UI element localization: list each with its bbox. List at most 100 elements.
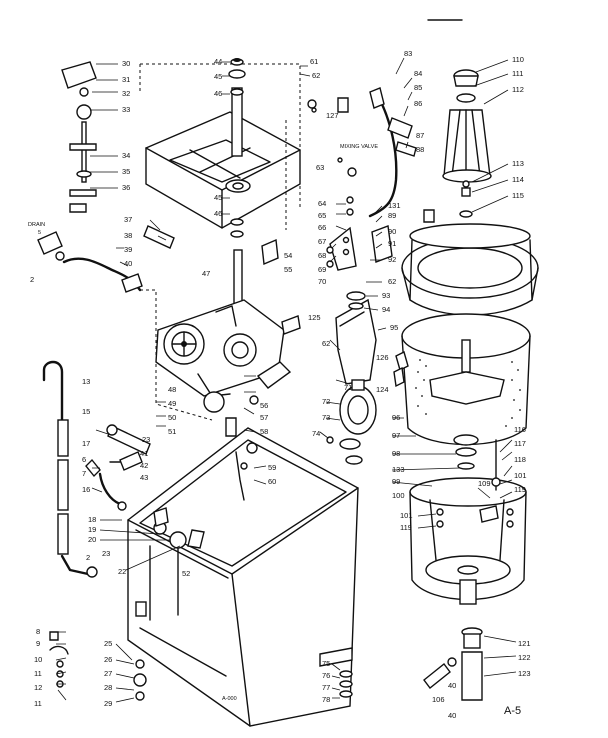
- callout-88: 88: [416, 145, 424, 154]
- callout-93: 93: [382, 291, 390, 300]
- callout-25: 25: [104, 639, 112, 648]
- callout-91: 91: [388, 239, 396, 248]
- svg-text:A-000: A-000: [222, 696, 237, 702]
- callout-39: 39: [124, 245, 132, 254]
- callout-38: 38: [124, 231, 132, 240]
- callout-65: 65: [318, 211, 326, 220]
- callout-101: 101: [400, 511, 413, 520]
- callout-60: 60: [268, 477, 276, 486]
- callout-111: 111: [512, 69, 523, 78]
- callout-66: 66: [318, 223, 326, 232]
- callout-33: 33: [122, 105, 130, 114]
- callout-22: 22: [118, 567, 126, 576]
- callout-57: 57: [260, 413, 268, 422]
- callout-40-right: 40: [448, 681, 456, 690]
- callout-46-lower: 46: [214, 209, 222, 218]
- tub-perforations: [415, 359, 521, 427]
- callout-100: 100: [392, 491, 405, 500]
- callout-23: 23: [102, 549, 110, 558]
- callout-87: 87: [416, 131, 424, 140]
- callout-49: 49: [168, 399, 176, 408]
- callout-23-upper: 23: [142, 435, 150, 444]
- caption-drain-number: 5: [38, 230, 41, 236]
- callout-15: 15: [82, 407, 90, 416]
- leader-lines: [55, 57, 517, 703]
- caption-mixing-valve: MIXING VALVE: [340, 144, 378, 150]
- callout-27: 27: [104, 669, 112, 678]
- callout-109: 109: [478, 479, 491, 488]
- callout-51: 51: [168, 427, 176, 436]
- callout-42: 42: [140, 461, 148, 470]
- callout-127: 127: [326, 111, 339, 120]
- top-plate-assembly: [139, 58, 301, 238]
- callout-83: 83: [404, 49, 412, 58]
- callout-131: 131: [388, 201, 401, 210]
- callout-97: 97: [392, 431, 400, 440]
- callout-85: 85: [414, 83, 422, 92]
- callout-76: 76: [322, 671, 330, 680]
- callout-75: 75: [322, 659, 330, 668]
- callout-11-lower: 11: [34, 699, 42, 708]
- callout-50: 50: [168, 413, 176, 422]
- callout-41: 41: [140, 449, 148, 458]
- callout-84: 84: [414, 69, 422, 78]
- callout-72: 72: [322, 397, 330, 406]
- callout-29: 29: [104, 699, 112, 708]
- callout-10: 10: [34, 655, 42, 664]
- callout-69-lower: 62: [322, 339, 330, 348]
- callout-40-bottom: 40: [448, 711, 456, 720]
- callout-62: 62: [312, 71, 320, 80]
- callout-96: 96: [392, 413, 400, 422]
- callout-112: 112: [512, 85, 524, 94]
- callout-11: 11: [34, 669, 42, 678]
- cabinet: A-000: [127, 427, 359, 727]
- part-callouts: 30 31 32 33 34 35 36 37 38 39 40 DRAIN 5…: [28, 49, 531, 720]
- callout-71: 71: [344, 383, 352, 392]
- callout-125: 125: [308, 313, 321, 322]
- callout-90: 90: [388, 227, 396, 236]
- callout-124: 124: [376, 385, 389, 394]
- callout-54: 54: [284, 251, 292, 260]
- callout-133: 133: [392, 465, 405, 474]
- callout-95: 95: [390, 323, 398, 332]
- callout-89: 89: [388, 211, 396, 220]
- callout-45: 45: [214, 72, 222, 81]
- callout-119: 119: [400, 523, 412, 532]
- callout-59: 59: [268, 463, 276, 472]
- callout-118: 118: [514, 455, 526, 464]
- callout-98: 98: [392, 449, 400, 458]
- callout-66-right: 62: [388, 277, 396, 286]
- callout-94: 94: [382, 305, 390, 314]
- callout-16: 16: [82, 485, 90, 494]
- callout-77: 77: [322, 683, 330, 692]
- callout-67: 67: [318, 237, 326, 246]
- callout-122: 122: [518, 653, 531, 662]
- callout-28: 28: [104, 683, 112, 692]
- callout-58: 58: [260, 427, 268, 436]
- callout-7: 7: [82, 469, 86, 478]
- caption-drain: DRAIN: [28, 222, 45, 228]
- callout-48: 48: [168, 385, 176, 394]
- callout-35: 35: [122, 167, 130, 176]
- callout-121: 121: [518, 639, 531, 648]
- center-parts: [49, 87, 417, 701]
- callout-110: 110: [512, 55, 524, 64]
- callout-92: 92: [388, 255, 396, 264]
- callout-8: 8: [36, 627, 40, 636]
- callout-19: 19: [88, 525, 96, 534]
- callout-99: 99: [392, 477, 400, 486]
- callout-73: 73: [322, 413, 330, 422]
- callout-20: 20: [88, 535, 96, 544]
- callout-117: 117: [514, 439, 526, 448]
- callout-9: 9: [36, 639, 40, 648]
- callout-56: 56: [260, 401, 268, 410]
- callout-52: 52: [182, 569, 190, 578]
- callout-116: 116: [514, 425, 526, 434]
- callout-32: 32: [122, 89, 130, 98]
- callout-47: 47: [202, 269, 210, 278]
- callout-43: 43: [140, 473, 148, 482]
- callout-17: 17: [82, 439, 90, 448]
- callout-2-upper: 2: [30, 275, 34, 284]
- callout-34: 34: [122, 151, 130, 160]
- callout-78: 78: [322, 695, 330, 704]
